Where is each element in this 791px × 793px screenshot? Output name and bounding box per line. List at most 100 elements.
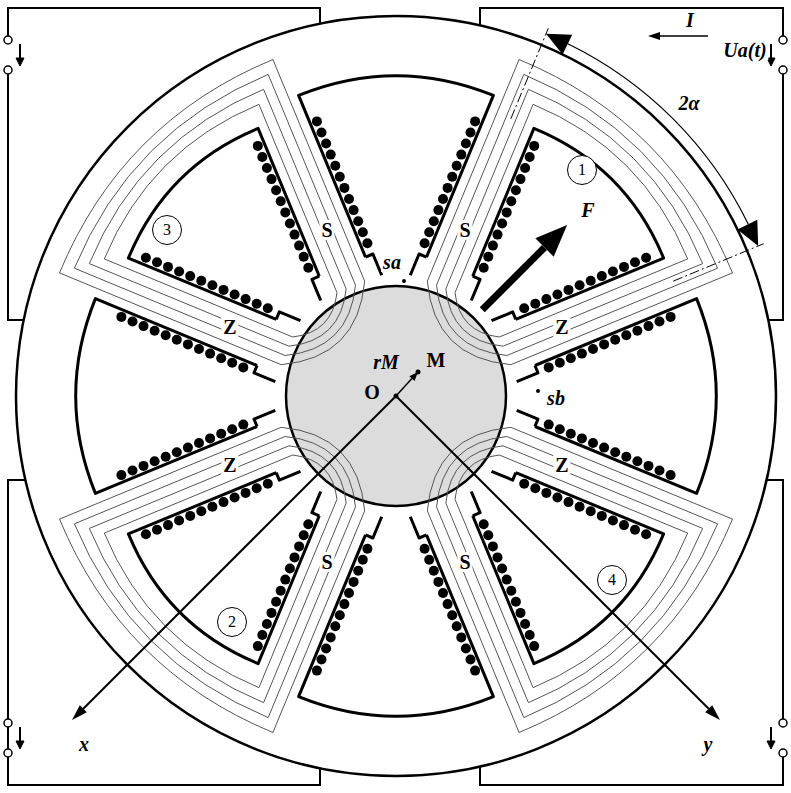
coil-turn bbox=[141, 253, 151, 263]
callout-circle: 4 bbox=[597, 565, 627, 595]
flux-line bbox=[289, 289, 346, 346]
current-label: I bbox=[684, 10, 696, 30]
slot-outline bbox=[299, 535, 494, 716]
coil-turn bbox=[452, 161, 462, 171]
coil-turn bbox=[610, 335, 620, 345]
flux-line bbox=[437, 74, 718, 355]
coil-turn bbox=[530, 483, 540, 493]
coil-turn bbox=[632, 456, 642, 466]
coil-turn bbox=[511, 185, 521, 195]
pole-shoe bbox=[471, 276, 480, 300]
coil-turn bbox=[276, 586, 286, 596]
flux-line bbox=[104, 104, 337, 337]
point-label: M bbox=[425, 350, 448, 370]
coil-turn bbox=[497, 219, 507, 229]
coil-turn bbox=[479, 519, 489, 529]
coil-turn bbox=[263, 303, 273, 313]
arrow-head bbox=[648, 32, 660, 40]
coil-turn bbox=[438, 588, 448, 598]
slot-outline bbox=[128, 128, 319, 319]
pole-shoe bbox=[254, 410, 275, 426]
coil-turn bbox=[621, 452, 631, 462]
pole-shoe bbox=[517, 410, 538, 426]
coil-turn bbox=[429, 216, 439, 226]
pole-shoe bbox=[312, 276, 321, 300]
coil-turn bbox=[608, 267, 618, 277]
terminal bbox=[779, 66, 787, 74]
coil-turn bbox=[544, 420, 554, 430]
coil-turn bbox=[194, 344, 204, 354]
coil-turn bbox=[479, 263, 489, 273]
coil-turn bbox=[493, 552, 503, 562]
pole-shoe bbox=[492, 312, 516, 321]
flux-line bbox=[74, 74, 355, 355]
coil-turn bbox=[194, 438, 204, 448]
coil-turn bbox=[447, 172, 457, 182]
pole-label: Z bbox=[221, 455, 238, 475]
coil-turn bbox=[362, 544, 372, 554]
coil-turn bbox=[216, 353, 226, 363]
coil-turn bbox=[294, 241, 304, 251]
pole-label: Z bbox=[553, 455, 570, 475]
coil-turn bbox=[230, 290, 240, 300]
coil-turn bbox=[139, 461, 149, 471]
coil-turn bbox=[502, 575, 512, 585]
coil-turn bbox=[238, 362, 248, 372]
coil-turn bbox=[152, 257, 162, 267]
coil-turn bbox=[630, 257, 640, 267]
coil-turn bbox=[544, 362, 554, 372]
coil-turn bbox=[564, 285, 574, 295]
coil-turn bbox=[216, 429, 226, 439]
flux-line bbox=[281, 281, 365, 365]
flux-line bbox=[446, 89, 703, 346]
coil-turn bbox=[150, 456, 160, 466]
coil-turn bbox=[163, 520, 173, 530]
coil-turn bbox=[267, 608, 277, 618]
coil-turn bbox=[641, 529, 651, 539]
arrow-head bbox=[546, 34, 572, 55]
coil-turn bbox=[588, 344, 598, 354]
pole-shoe bbox=[366, 517, 382, 538]
coil-turn bbox=[280, 207, 290, 217]
coil-turn bbox=[516, 174, 526, 184]
coil-turn bbox=[116, 470, 126, 480]
coil-turn bbox=[630, 525, 640, 535]
coil-turn bbox=[358, 555, 368, 565]
force-label: F bbox=[579, 200, 596, 220]
pole-shoe bbox=[254, 366, 275, 382]
coil-turn bbox=[294, 541, 304, 551]
angle-arc bbox=[568, 44, 749, 225]
flux-line bbox=[89, 89, 346, 346]
arrow-head bbox=[535, 225, 567, 257]
coil-turn bbox=[317, 655, 327, 665]
arrow-head bbox=[705, 705, 720, 720]
coil-turn bbox=[597, 271, 607, 281]
flux-line bbox=[455, 104, 688, 337]
coil-turn bbox=[116, 312, 126, 322]
arrow-head bbox=[767, 741, 775, 749]
coil-turn bbox=[141, 529, 151, 539]
callout-number: 4 bbox=[608, 572, 616, 588]
coil-turn bbox=[470, 666, 480, 676]
coil-turn bbox=[632, 326, 642, 336]
coil-turn bbox=[205, 433, 215, 443]
coil-turn bbox=[326, 632, 336, 642]
coil-turn bbox=[303, 519, 313, 529]
coil-turn bbox=[456, 150, 466, 160]
coil-turn bbox=[541, 488, 551, 498]
coil-turn bbox=[128, 317, 138, 327]
coil-turn bbox=[219, 285, 229, 295]
terminal bbox=[4, 719, 12, 727]
coil-turn bbox=[447, 610, 457, 620]
coil-turn bbox=[438, 194, 448, 204]
coil-turn bbox=[317, 128, 327, 138]
coil-turn bbox=[330, 621, 340, 631]
coil-turn bbox=[185, 511, 195, 521]
coil-turn bbox=[353, 216, 363, 226]
flux-lines bbox=[60, 60, 733, 733]
terminal bbox=[4, 66, 12, 74]
coil-turn bbox=[506, 586, 516, 596]
coil-turn bbox=[577, 433, 587, 443]
coil-turn bbox=[564, 497, 574, 507]
